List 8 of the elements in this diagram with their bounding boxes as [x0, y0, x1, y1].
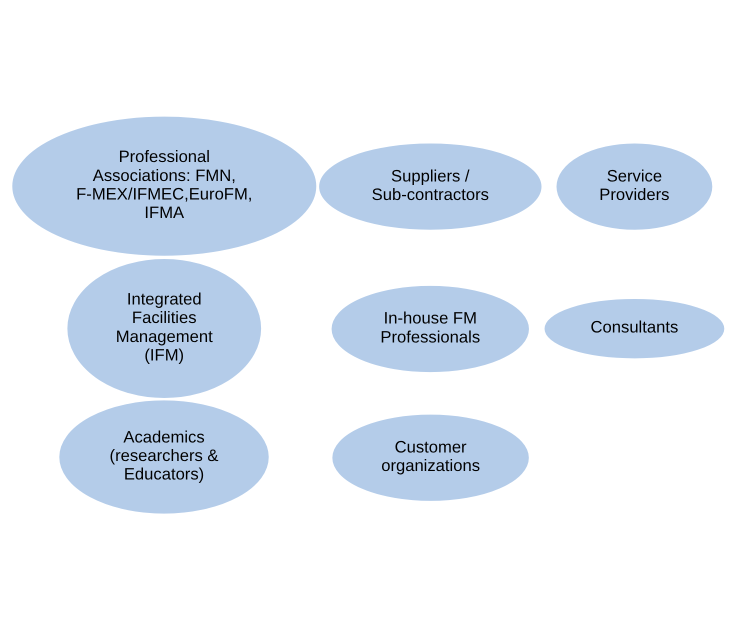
node-ellipse: Professional Associations: FMN, F-MEX/IFMEC,EuroFM, IFMA [12, 116, 316, 256]
node-ellipse: In-house FM Professionals [332, 285, 529, 372]
node-ellipse: Integrated Facilities Management (IFM) [67, 258, 262, 398]
node-ellipse: Consultants [544, 298, 724, 358]
node-ellipse: Academics (researchers & Educators) [59, 400, 269, 514]
node-ellipse: Service Providers [556, 143, 712, 230]
node-ellipse: Customer organizations [332, 414, 529, 500]
node-ellipse: Suppliers / Sub-contractors [319, 143, 542, 230]
